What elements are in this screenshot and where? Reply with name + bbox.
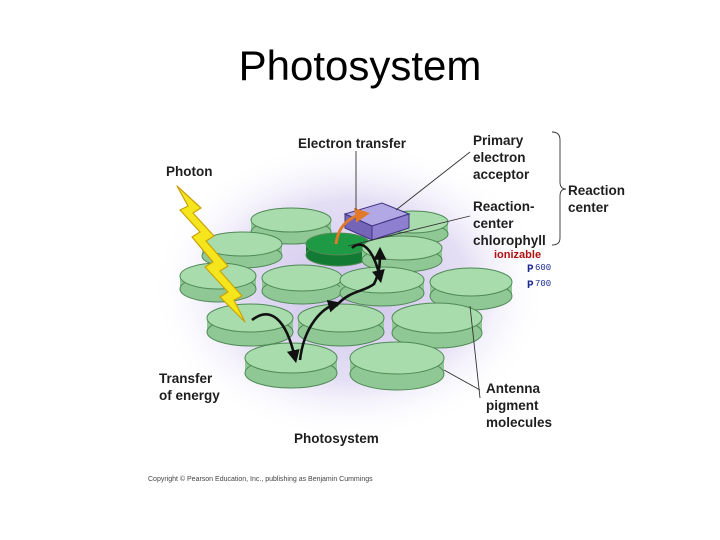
disk	[349, 341, 445, 391]
disk	[244, 342, 338, 389]
electron-transfer-arrow	[334, 207, 370, 245]
disk	[339, 266, 425, 307]
svg-text:P: P	[527, 264, 534, 276]
slide-title: Photosystem	[238, 42, 482, 89]
disk	[206, 303, 294, 347]
label-transfer-energy: Transfer of energy	[159, 371, 220, 403]
leader-lines	[347, 131, 567, 399]
label-p700: P 700	[527, 279, 551, 292]
label-antenna-pigment: Antenna pigment molecules	[486, 381, 552, 430]
energy-transfer-arrows	[251, 243, 387, 364]
label-photon: Photon	[166, 164, 213, 179]
copyright-notice: Copyright © Pearson Education, Inc., pub…	[148, 475, 373, 483]
svg-text:P: P	[527, 280, 534, 292]
disk	[391, 302, 483, 349]
label-ionizable: ionizable	[494, 249, 541, 261]
disk	[361, 235, 443, 273]
reaction-center-chlorophyll-disk	[305, 232, 371, 267]
label-reaction-center: Reaction center	[568, 183, 629, 215]
disk	[261, 264, 343, 305]
diagram-caption: Photosystem	[294, 431, 379, 446]
photon-bolt	[176, 185, 246, 323]
label-primary-acceptor: Primary electron acceptor	[473, 133, 530, 182]
svg-text:600: 600	[535, 263, 551, 273]
label-rc-chlorophyll: Reaction- center chlorophyll	[473, 199, 546, 248]
label-electron-transfer: Electron transfer	[298, 136, 407, 151]
disk	[429, 267, 513, 311]
svg-text:700: 700	[535, 279, 551, 289]
label-p600: P 600	[527, 263, 551, 276]
disk	[297, 303, 385, 347]
